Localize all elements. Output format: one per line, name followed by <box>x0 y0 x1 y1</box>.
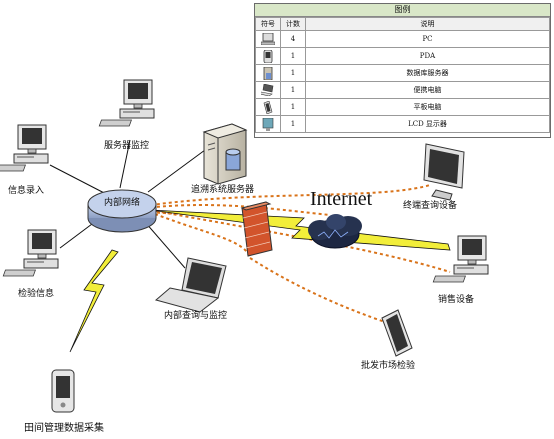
legend-row: 1 便携电脑 <box>255 81 550 99</box>
legend-row: 4 PC <box>255 30 550 48</box>
legend-row: 1 数据库服务器 <box>255 64 550 82</box>
database-server-icon <box>255 64 281 82</box>
terminal-query-label: 终端查询设备 <box>403 201 458 211</box>
legend-count: 1 <box>280 98 306 116</box>
pc-icon <box>2 229 59 277</box>
internet-label: Internet <box>310 188 373 210</box>
legend-header-count: 计数 <box>280 17 306 31</box>
pc-icon <box>98 79 155 127</box>
pda-icon <box>255 47 281 65</box>
tablet-icon <box>381 309 413 357</box>
legend-title: 图例 <box>255 4 550 17</box>
legend-count: 1 <box>280 115 306 133</box>
wholesale-inspection-label: 批发市场检验 <box>361 361 416 371</box>
internet-cloud-icon <box>308 214 362 249</box>
lcd-monitor-icon <box>255 115 281 133</box>
legend-count: 1 <box>280 47 306 65</box>
legend-desc: LCD 显示器 <box>305 115 550 133</box>
pda-icon <box>51 369 75 413</box>
internal-query-label: 内部查询与监控 <box>164 311 228 321</box>
legend-row: 1 平板电脑 <box>255 98 550 116</box>
laptop-icon <box>255 81 281 99</box>
legend-desc: 便携电脑 <box>305 81 550 99</box>
server-monitor-label: 服务器监控 <box>104 141 150 151</box>
firewall-icon <box>240 201 273 257</box>
internet-lightning <box>149 209 451 251</box>
legend-header-symbol: 符号 <box>255 17 281 31</box>
legend-desc: 平板电脑 <box>305 98 550 116</box>
hub-label: 内部网络 <box>104 198 141 208</box>
pc-icon <box>0 124 49 172</box>
field-collection-label: 田间管理数据采集 <box>24 423 104 434</box>
inspection-info-label: 检验信息 <box>18 289 55 299</box>
legend-desc: 数据库服务器 <box>305 64 550 82</box>
legend-desc: PDA <box>305 47 550 65</box>
sales-device-label: 销售设备 <box>438 295 475 305</box>
wireless-lightning-icon <box>69 249 119 353</box>
legend-panel: 图例 符号 计数 说明 4 PC 1 PDA 1 数据库服务器 1 便携电脑 <box>254 3 551 138</box>
lcd-monitor-icon <box>423 143 465 201</box>
tablet-icon <box>255 98 281 116</box>
legend-row: 1 PDA <box>255 47 550 65</box>
legend-header-desc: 说明 <box>305 17 550 31</box>
trace-server-label: 追溯系统服务器 <box>191 185 255 195</box>
pc-icon <box>255 30 281 48</box>
legend-count: 4 <box>280 30 306 48</box>
legend-table: 符号 计数 说明 4 PC 1 PDA 1 数据库服务器 1 便携电脑 1 平板… <box>255 17 550 133</box>
legend-row: 1 LCD 显示器 <box>255 115 550 133</box>
legend-desc: PC <box>305 30 550 48</box>
laptop-icon <box>154 257 227 313</box>
legend-header-row: 符号 计数 说明 <box>255 17 550 31</box>
info-entry-label: 信息录入 <box>8 186 45 196</box>
database-server-icon <box>202 123 248 185</box>
legend-count: 1 <box>280 64 306 82</box>
hub-icon <box>87 189 157 233</box>
legend-count: 1 <box>280 81 306 99</box>
